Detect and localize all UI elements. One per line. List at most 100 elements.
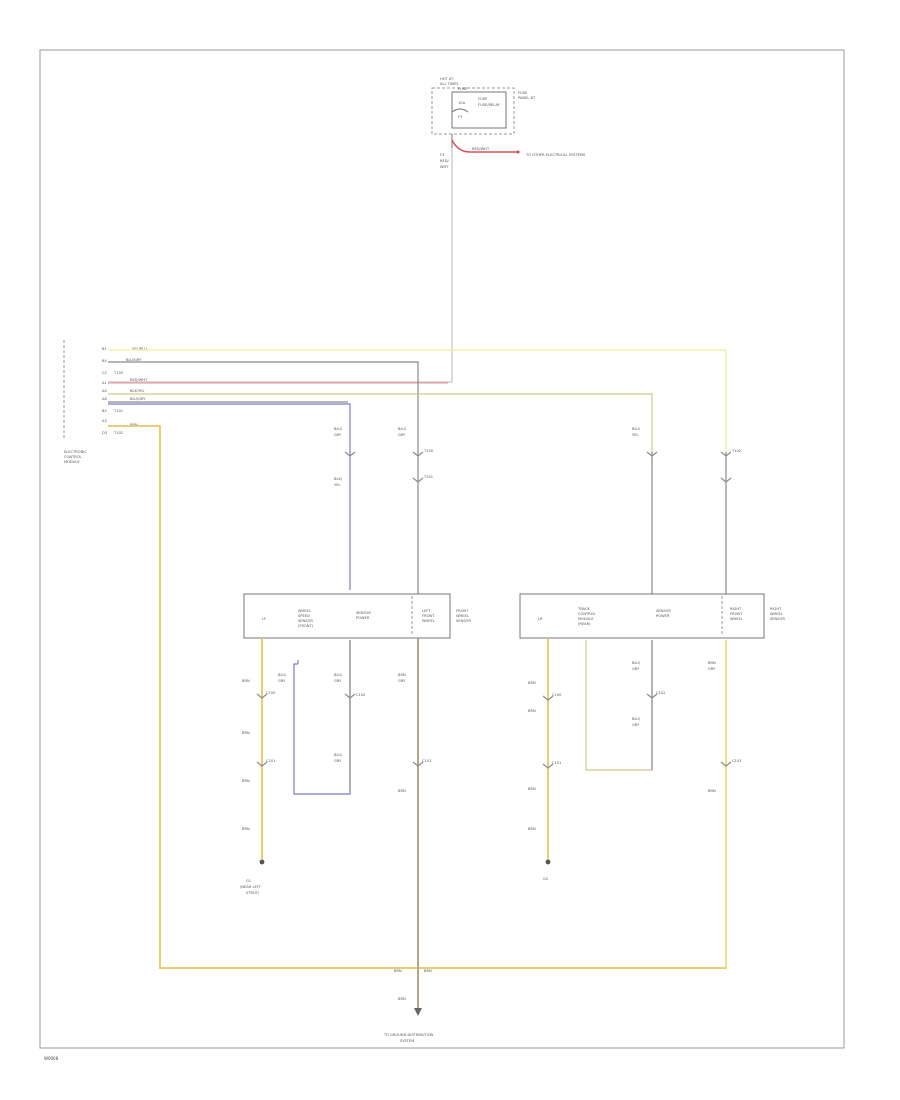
right-sensor-code: LR [538,617,543,621]
right-brn-label-1: BRN [528,681,536,685]
left-wheel-sensor: LF WHEEL SPEED SENSOR (FRONT) SENSOR POW… [243,593,471,639]
ground-left-2: (NEAR LEFT [240,885,262,889]
bottom-wire-label-2: BRN [424,969,432,973]
left-brn-label-6: BRN [398,789,406,793]
right-sensor-box [519,593,765,639]
left-brn-label-3: BRN [242,779,250,783]
right-c100-label: C100 [552,693,562,697]
left-conn-2 [256,761,268,767]
right-sensor-mid-2: CONTROL [578,612,596,616]
bottom-wire-label: BRN [394,969,402,973]
module-wire-6: BLU/GRY [130,397,146,401]
right-sensor-label-2: WHEEL [770,612,783,616]
module-pin-5: A4 [102,389,107,393]
fuse-pin-text: F3 [458,115,462,119]
wire-brown-main [108,425,727,969]
left-sensor-block-1: SENSOR [356,611,371,615]
ground-left [259,859,265,865]
right-brn-label-5: BRN [708,661,716,665]
module-pin-4: A1 [102,381,107,385]
module-name-1: ELECTRONIC [64,450,87,454]
left-gry-label-1: GRY [278,679,286,683]
left-blu-label-2: BLU/ [334,673,343,677]
right-sensor-right-1: RIGHT [730,607,742,611]
left-brn-label-2: BRN [242,731,250,735]
wire-black-yellow [108,393,653,452]
left-gry-label-2: GRY [334,679,342,683]
module-name-2: CONTROL [64,455,82,459]
conn-label-9: BLU/ [632,427,641,431]
module-wire-9: T102 [113,431,123,435]
conn-label-1: BLU/ [334,427,343,431]
left-gry-label-3: GRY [334,759,342,763]
left-sensor-label-2: WHEEL [456,614,469,618]
wire-gray-blue [108,361,419,450]
connector-c1 [344,451,356,457]
right-conn-3 [646,693,658,699]
conn-label-6: BLU/ [398,427,407,431]
right-sensor-label-1: RIGHT [770,607,782,611]
left-sensor-mid-4: (FRONT) [298,624,314,628]
conn-label-8: T101 [423,475,433,479]
ground-left-3: STRUT) [246,891,260,895]
conn-label-7: GRY [398,433,406,437]
right-blu-label-1: BLU/ [632,661,641,665]
wire-red-white-stub [451,139,518,153]
module-wire-1: YEL/BLU [132,347,147,351]
right-brn-label-3: BRN [528,787,536,791]
right-gry-label-3: GRY [708,667,716,671]
right-gry-label-2: GRY [632,723,640,727]
fuse-relay-box [451,91,507,129]
left-sensor-block-2: POWER [356,616,370,620]
left-blu-label-3: BLU/ [334,753,343,757]
right-gry-label-1: GRY [632,667,640,671]
wire-left-blue-loop [293,640,351,795]
module-wire-2: BLU/GRY [126,358,142,362]
module-wire-4: RED/WHT [130,378,148,382]
right-conn-4 [720,761,732,767]
module-pin-3: C2 [102,371,107,375]
left-conn-3 [344,693,356,699]
right-sensor-right-3: WHEEL [730,617,743,621]
right-conn-2 [542,763,554,769]
ground-arrow [414,1008,422,1016]
right-wheel-sensor: LR TRACK CONTROL MODULE (REAR) SENSOR PO… [519,593,785,639]
right-brn-label-4: BRN [528,827,536,831]
fuse-panel: HOT AT ALL TIMES FUSE 10A FUSE FUSE/RELA… [431,77,536,135]
left-sensor-label-1: FRONT [456,609,469,613]
right-sensor-mid-4: (REAR) [578,622,591,626]
left-sensor-mid-2: SPEED [298,614,310,618]
fuse-wire-destination: TO OTHER ELECTRICAL SYSTEMS [525,153,586,157]
left-c102-label: C102 [356,693,365,697]
figure-id: W0008 [44,1056,59,1061]
splice-dot [516,150,520,154]
right-sensor-block-1: SENSOR [656,609,671,613]
module-wire-5: BLK/YEL [130,389,145,393]
left-c100-label: C100 [266,691,276,695]
wire-blue-gray [108,403,351,590]
left-sensor-right-2: FRONT [422,614,435,618]
fuse-pin-2: RED/ [440,159,450,163]
conn-label-11: T102 [731,449,741,453]
fuse-amp: 10A [458,101,466,105]
wire-right-olive-loop [585,640,653,771]
left-sensor-label-3: SENSOR [456,619,471,623]
left-blu-label-1: BLU/ [278,673,287,677]
fuse-wire-label: RED/WHT [472,147,490,151]
left-gry-label-4: GRY [398,679,406,683]
module-pin-2: B4 [102,359,107,363]
diagram-border [39,49,845,1049]
ground-right-1: G2 [543,877,548,881]
left-sensor-code: LF [262,617,266,621]
ground-right [545,859,551,865]
left-conn-1 [256,693,268,699]
ground-left-1: G1 [246,879,251,883]
wire-fuse-to-module [108,148,453,383]
left-sensor-box [243,593,451,639]
fuse-pin-1: F3 [440,153,444,157]
fuse-name: FUSE [478,97,488,101]
bottom-destination-1: TO GROUND DISTRIBUTION [383,1033,434,1037]
right-c101-label: C101 [552,761,561,765]
control-module: ELECTRONIC CONTROL MODULE B1 B4 C2 A1 A4… [63,340,148,464]
